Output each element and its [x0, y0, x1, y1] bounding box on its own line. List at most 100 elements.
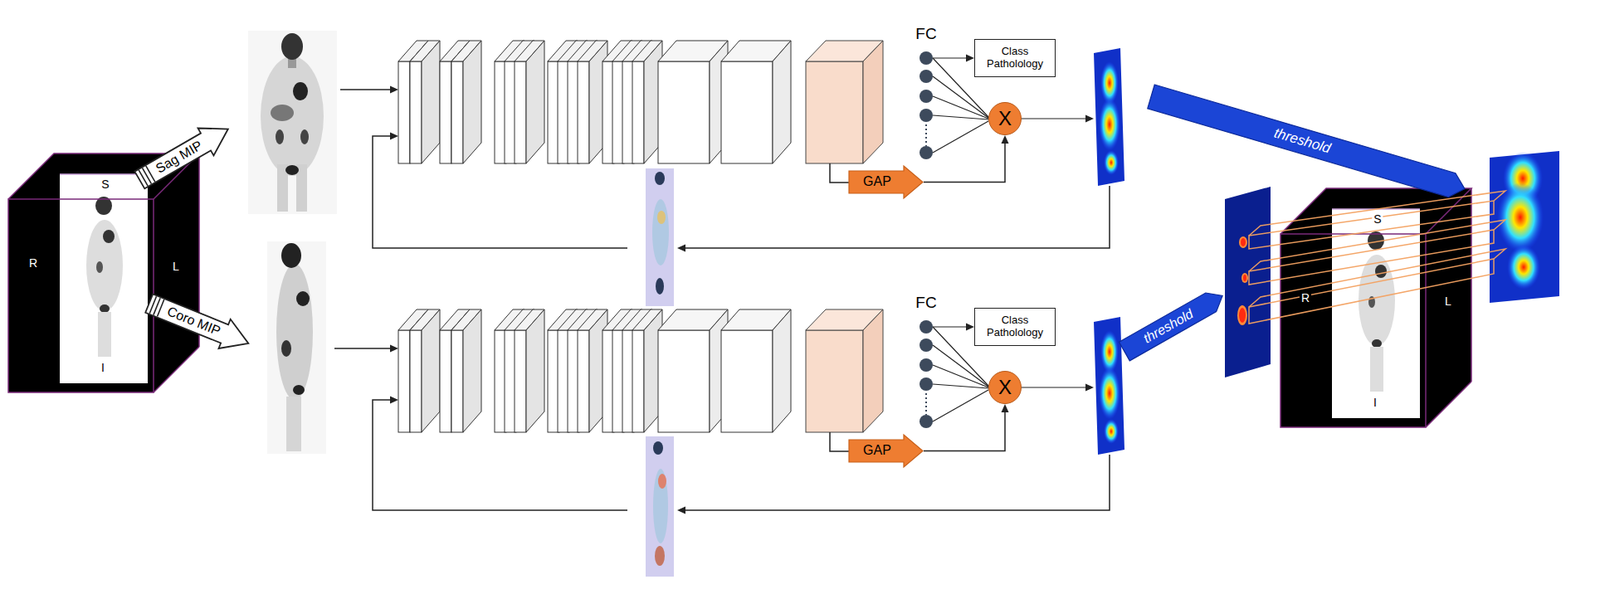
output-box: Class Patholology — [974, 39, 1056, 78]
feedback-loop — [645, 168, 674, 307]
feedback-loop — [372, 136, 628, 249]
input-arrow — [334, 347, 392, 350]
axis-label: FC — [913, 294, 938, 313]
coronal-mip-image — [275, 129, 284, 145]
input-arrow — [390, 86, 399, 94]
axis-label: FC — [913, 25, 938, 44]
node-text: Class Patholology — [980, 314, 1050, 340]
volume-heatmap — [1489, 151, 1560, 303]
arrow-tail — [141, 167, 152, 184]
threshold-band: threshold — [1147, 84, 1469, 201]
node-text: Coro MIP — [165, 303, 224, 339]
sagittal-mip-image — [267, 241, 327, 454]
axis-label: R — [27, 257, 40, 270]
sagittal-mip-image — [281, 243, 302, 269]
projection-prism — [1248, 190, 1506, 324]
output-box: Class Patholology — [974, 307, 1056, 347]
coronal-mip-image — [281, 33, 303, 60]
pet-volume — [8, 153, 200, 393]
connector — [923, 135, 1010, 183]
feedback-loop — [372, 132, 1110, 578]
threshold-map — [1241, 273, 1249, 283]
feedback-loop — [653, 441, 664, 455]
projection-prism — [1248, 258, 1494, 324]
axis-label: R — [1299, 292, 1312, 305]
threshold-map — [1243, 274, 1247, 282]
feedback-loop — [390, 132, 399, 141]
multiply-node: X — [988, 370, 1022, 405]
axis-label: I — [99, 361, 107, 375]
input-arrow — [390, 345, 399, 353]
arrow-head — [1001, 135, 1010, 144]
sagittal-mip-image — [292, 385, 305, 396]
axis-label: S — [1371, 213, 1383, 226]
threshold-map — [1240, 238, 1246, 247]
cnn-layers — [398, 40, 883, 183]
node-text: Class Patholology — [980, 45, 1050, 71]
node-text: X — [998, 107, 1012, 131]
feedback-loop — [658, 473, 667, 489]
sagittal-mip-image — [286, 396, 302, 452]
band-shape — [1118, 286, 1228, 361]
feedback-loop — [652, 199, 669, 266]
axis-label: I — [1371, 396, 1379, 410]
feedback-loop — [677, 507, 686, 515]
input-arrow — [340, 88, 392, 91]
band-shape — [1147, 84, 1469, 201]
threshold-band: threshold — [1118, 286, 1228, 361]
sagittal-mip-image — [267, 241, 327, 454]
coronal-mip-image — [248, 30, 337, 215]
sagittal-mip-image — [281, 340, 292, 357]
feedback-loop — [657, 210, 666, 225]
volume-heatmap — [1507, 244, 1541, 290]
volume-heatmap — [1497, 182, 1544, 253]
feedback-loop — [654, 171, 665, 186]
axis-label: L — [1443, 295, 1454, 308]
pet-volume — [1280, 188, 1472, 428]
axis-label: L — [170, 260, 181, 274]
feedback-loop — [653, 468, 669, 544]
threshold-map — [1237, 305, 1248, 326]
projection-prism — [1248, 200, 1494, 249]
feedback-loop — [372, 400, 628, 511]
coronal-mip-image — [292, 82, 308, 101]
arrow-head — [1001, 404, 1010, 413]
feedback-loop — [677, 244, 686, 253]
gap-arrow: GAP — [848, 165, 924, 200]
feedback-loop — [654, 546, 665, 566]
arrow-tail — [146, 165, 156, 182]
feedback-loop — [645, 436, 674, 577]
node-text: GAP — [863, 174, 892, 190]
projection-prism — [1248, 248, 1506, 308]
gap-shape — [848, 165, 923, 199]
node-text: X — [998, 375, 1012, 400]
feedback-loop — [683, 454, 1110, 511]
arrow-shape — [131, 115, 237, 194]
threshold-map — [1239, 236, 1248, 249]
gap-shape — [848, 434, 923, 468]
coronal-mip-image — [300, 129, 309, 145]
threshold-map — [1239, 307, 1246, 323]
cnn-layers — [398, 309, 883, 452]
connector — [923, 404, 1010, 452]
feedback-loop — [655, 278, 664, 295]
multiply-node: X — [988, 102, 1022, 136]
arrow-tail — [138, 170, 148, 186]
sagittal-mip-image — [296, 291, 310, 307]
input-arrow — [334, 86, 399, 353]
volume-heatmap — [1489, 151, 1560, 303]
axis-label: S — [99, 178, 111, 191]
coronal-mip-image — [248, 30, 337, 215]
projection-prism — [1248, 190, 1506, 236]
connector-line — [923, 410, 1005, 452]
coronal-mip-image — [285, 165, 299, 176]
arrow-shape — [143, 288, 255, 359]
connector-line — [923, 141, 1005, 183]
input-arrow: Sag MIP — [131, 114, 237, 196]
arrow-tail — [157, 299, 165, 317]
coronal-mip-image — [270, 104, 294, 122]
